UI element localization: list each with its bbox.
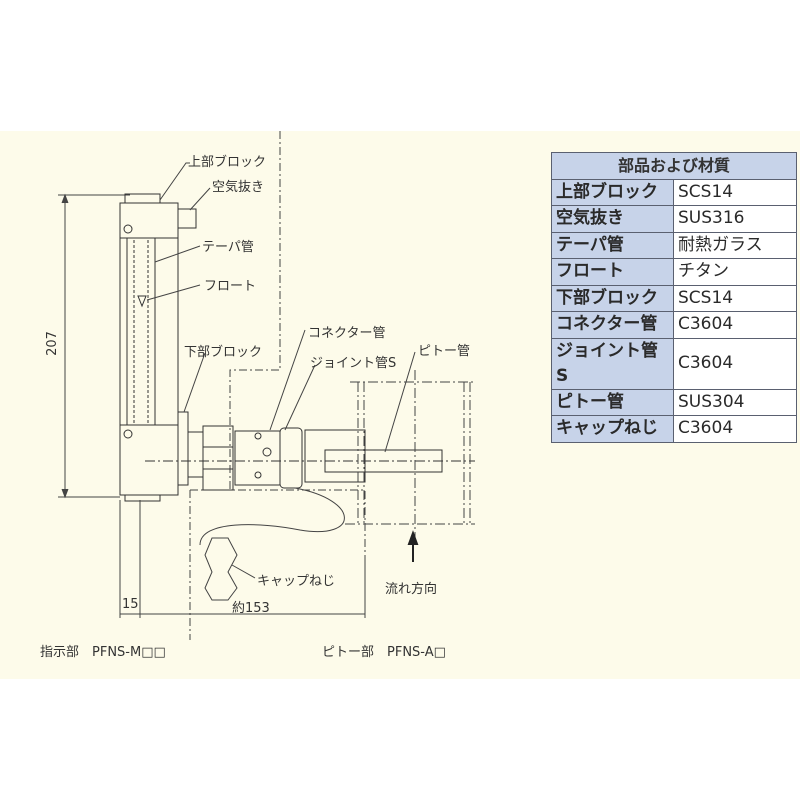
material: 耐熱ガラス: [673, 231, 797, 259]
taper-tube: [126, 237, 156, 426]
part-name: ジョイント管S: [551, 337, 674, 390]
material: C3604: [673, 415, 797, 443]
lower-block: [119, 424, 179, 496]
label-connector-tube: コネクター管: [308, 326, 386, 341]
table-title: 部品および材質: [551, 152, 797, 180]
label-lower-block: 下部ブロック: [184, 345, 263, 360]
caption-pitot: ピトー部 PFNS-A□: [322, 645, 446, 660]
material: C3604: [673, 337, 797, 390]
air-vent: [177, 208, 197, 229]
material: チタン: [673, 258, 797, 286]
material: SUS316: [673, 205, 797, 233]
label-float: フロート: [204, 279, 257, 294]
lower-flange: [177, 411, 189, 486]
part-name: ピトー管: [551, 388, 674, 416]
material: SCS14: [673, 284, 797, 312]
part-name: 空気抜き: [551, 205, 674, 233]
height-dimension: [58, 193, 130, 499]
part-name: コネクター管: [551, 311, 674, 339]
table-row: フロートチタン: [551, 258, 797, 286]
leader-lines: [146, 162, 416, 579]
screw-icon: [123, 224, 133, 234]
label-cap-screw: キャップねじ: [257, 574, 336, 589]
nut: [202, 425, 234, 491]
width-dimension: [119, 500, 366, 618]
material: C3604: [673, 311, 797, 339]
dimension-height: 207: [44, 331, 60, 356]
float-marker: [137, 295, 147, 308]
pipe-outline: [345, 370, 475, 540]
screw-icon: [123, 429, 133, 439]
part-name: 上部ブロック: [551, 178, 674, 206]
part-name: キャップねじ: [551, 415, 674, 443]
label-pitot-tube: ピトー管: [418, 344, 471, 359]
material: SUS304: [673, 388, 797, 416]
caption-indicator: 指示部 PFNS-M□□: [40, 645, 166, 660]
dimension-offset: 15: [122, 597, 139, 612]
label-flow-direction: 流れ方向: [385, 582, 438, 597]
pitot-body: [304, 429, 366, 483]
part-name: 下部ブロック: [551, 284, 674, 312]
dimension-width: 約153: [232, 601, 270, 616]
part-name: テーパ管: [551, 231, 674, 259]
boundary-lines: [189, 131, 366, 640]
joint-tube: [279, 427, 303, 489]
part-name: フロート: [551, 258, 674, 286]
label-air-vent: 空気抜き: [212, 180, 265, 195]
table-row: テーパ管耐熱ガラス: [551, 231, 797, 259]
label-upper-block: 上部ブロック: [188, 155, 267, 170]
label-joint-tube: ジョイント管S: [310, 356, 397, 371]
indicator-body: [119, 193, 475, 502]
flow-arrow-icon: [407, 530, 419, 562]
label-taper-tube: テーパ管: [202, 240, 254, 255]
cap-chain: [199, 487, 345, 546]
top-cap: [124, 193, 161, 204]
material: SCS14: [673, 178, 797, 206]
cap-nut: [204, 537, 238, 601]
